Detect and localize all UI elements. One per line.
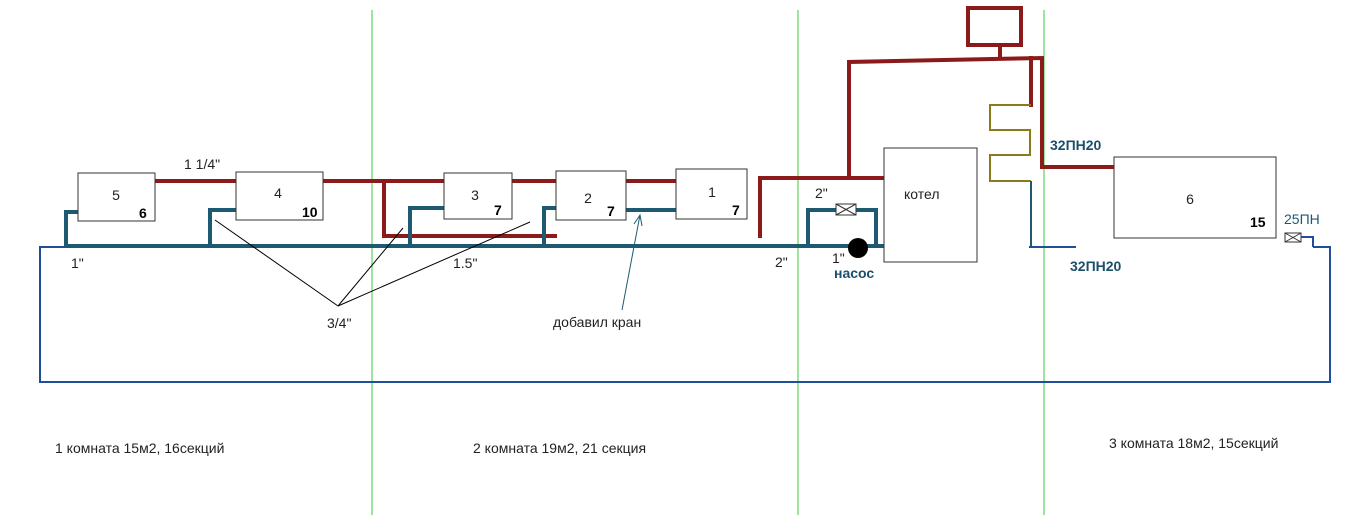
radiator-1-name: 1 bbox=[708, 184, 716, 200]
bypass-loop bbox=[806, 208, 886, 248]
radiator-1 bbox=[675, 168, 748, 220]
room-1-caption: 1 комната 15м2, 16секций bbox=[55, 440, 224, 456]
bypass-valve-mark-b bbox=[835, 203, 857, 216]
radiator-5-sections: 6 bbox=[139, 205, 147, 221]
radiator-2-name: 2 bbox=[584, 190, 592, 206]
note-added-valve: добавил кран bbox=[553, 314, 641, 330]
pipe-label-1: 1" bbox=[71, 255, 84, 271]
pump-label: насос bbox=[834, 265, 874, 281]
radiator-6-name: 6 bbox=[1186, 191, 1194, 207]
valve-25pn-pipe bbox=[1301, 236, 1314, 247]
radiator-3-name: 3 bbox=[471, 187, 479, 203]
radiator-4 bbox=[235, 171, 324, 221]
pipe-label-3-4: 3/4" bbox=[327, 315, 351, 331]
supply-pipe-to-boiler bbox=[758, 176, 886, 238]
pipe-label-1-5: 1.5" bbox=[453, 255, 477, 271]
leader-3-4-c bbox=[337, 221, 531, 307]
radiator-5 bbox=[77, 172, 156, 222]
radiator-4-name: 4 bbox=[274, 185, 282, 201]
pipe-label-1-1-4: 1 1/4" bbox=[184, 156, 220, 172]
supply-riser bbox=[847, 55, 1116, 180]
return-branch-2 bbox=[542, 206, 558, 248]
radiator-1-sections: 7 bbox=[732, 202, 740, 218]
expansion-tank bbox=[966, 6, 1023, 47]
pipe-label-pump-1: 1" bbox=[832, 250, 845, 266]
radiator-4-sections: 10 bbox=[302, 204, 318, 220]
radiator-3 bbox=[443, 172, 513, 220]
room-2-caption: 2 комната 19м2, 21 секция bbox=[473, 440, 646, 456]
return-main bbox=[64, 210, 810, 248]
radiator-6 bbox=[1113, 156, 1277, 239]
leader-3-4-a bbox=[214, 219, 339, 307]
pump-icon bbox=[848, 238, 868, 258]
valve-25pn-mark-b bbox=[1284, 232, 1302, 243]
pipe-label-32pn20-supply: 32ПН20 bbox=[1050, 137, 1102, 153]
radiator-3-sections: 7 bbox=[494, 202, 502, 218]
return-branch-3 bbox=[408, 206, 446, 248]
leader-valve bbox=[621, 214, 641, 311]
room-3-caption: 3 комната 18м2, 15секций bbox=[1109, 435, 1278, 451]
expansion-coil bbox=[989, 104, 1031, 182]
leader-valve-arrow bbox=[633, 213, 643, 227]
pipe-label-25pn: 25ПН bbox=[1284, 211, 1320, 227]
return-branch-4 bbox=[208, 208, 238, 248]
radiator-2-sections: 7 bbox=[607, 203, 615, 219]
radiator-5-name: 5 bbox=[112, 187, 120, 203]
pipe-label-return-2: 2" bbox=[775, 254, 788, 270]
radiator-6-sections: 15 bbox=[1250, 214, 1266, 230]
floor-outline bbox=[39, 246, 1331, 383]
boiler bbox=[883, 147, 978, 263]
pipe-label-bypass-2: 2" bbox=[815, 185, 828, 201]
pipe-label-32pn20-return: 32ПН20 bbox=[1070, 258, 1122, 274]
radiator-2 bbox=[555, 170, 627, 221]
leader-3-4-b bbox=[337, 227, 404, 307]
boiler-label: котел bbox=[904, 186, 940, 202]
